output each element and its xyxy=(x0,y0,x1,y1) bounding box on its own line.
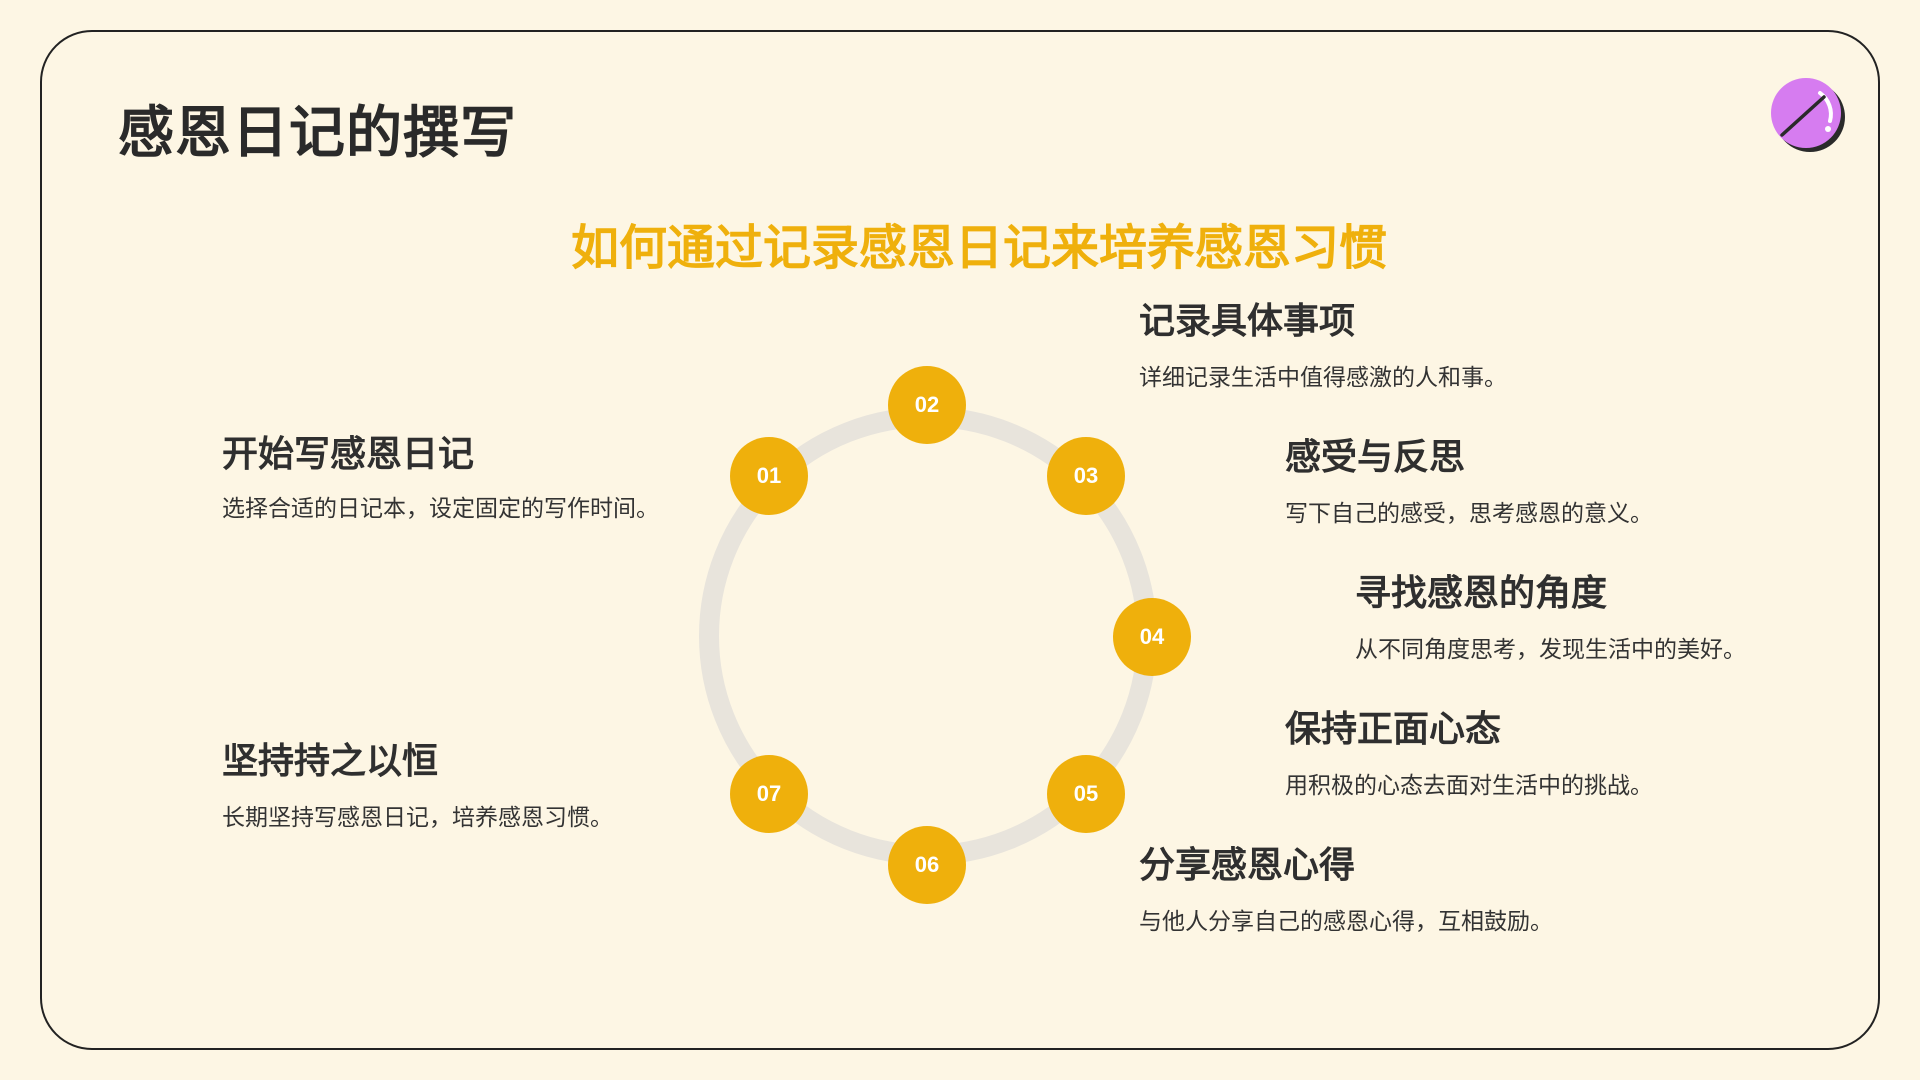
step-desc: 选择合适的日记本，设定固定的写作时间。 xyxy=(222,496,659,522)
step-item-01: 开始写感恩日记 选择合适的日记本，设定固定的写作时间。 xyxy=(222,425,659,523)
step-badge-02: 02 xyxy=(888,366,966,444)
step-item-04: 寻找感恩的角度 从不同角度思考，发现生活中的美好。 xyxy=(1355,564,1746,664)
step-title: 感受与反思 xyxy=(1285,437,1466,478)
step-title: 坚持持之以恒 xyxy=(222,741,439,782)
step-item-07: 坚持持之以恒 长期坚持写感恩日记，培养感恩习惯。 xyxy=(222,732,613,832)
step-badge-04: 04 xyxy=(1113,598,1191,676)
step-item-06: 分享感恩心得 与他人分享自己的感恩心得，互相鼓励。 xyxy=(1139,836,1553,936)
step-title: 寻找感恩的角度 xyxy=(1355,573,1608,614)
step-title: 记录具体事项 xyxy=(1139,301,1356,342)
page-title: 感恩日记的撰写 xyxy=(118,101,517,166)
step-desc: 与他人分享自己的感恩心得，互相鼓励。 xyxy=(1139,909,1553,935)
step-title: 分享感恩心得 xyxy=(1139,845,1356,886)
pencil-badge-icon xyxy=(1771,78,1845,152)
step-desc: 写下自己的感受，思考感恩的意义。 xyxy=(1285,501,1653,527)
step-badge-06: 06 xyxy=(888,826,966,904)
step-badge-03: 03 xyxy=(1047,437,1125,515)
step-desc: 用积极的心态去面对生活中的挑战。 xyxy=(1285,773,1653,799)
slide-frame xyxy=(40,30,1880,1050)
step-desc: 长期坚持写感恩日记，培养感恩习惯。 xyxy=(222,805,613,831)
subtitle: 如何通过记录感恩日记来培养感恩习惯 xyxy=(570,220,1387,276)
step-title: 开始写感恩日记 xyxy=(222,434,475,475)
step-item-02: 记录具体事项 详细记录生活中值得感激的人和事。 xyxy=(1139,292,1507,392)
step-item-05: 保持正面心态 用积极的心态去面对生活中的挑战。 xyxy=(1285,700,1653,800)
step-desc: 详细记录生活中值得感激的人和事。 xyxy=(1139,365,1507,391)
step-badge-01: 01 xyxy=(730,437,808,515)
step-title: 保持正面心态 xyxy=(1285,709,1502,750)
step-desc: 从不同角度思考，发现生活中的美好。 xyxy=(1355,637,1746,663)
step-badge-07: 07 xyxy=(730,755,808,833)
step-badge-05: 05 xyxy=(1047,755,1125,833)
step-item-03: 感受与反思 写下自己的感受，思考感恩的意义。 xyxy=(1285,428,1653,528)
